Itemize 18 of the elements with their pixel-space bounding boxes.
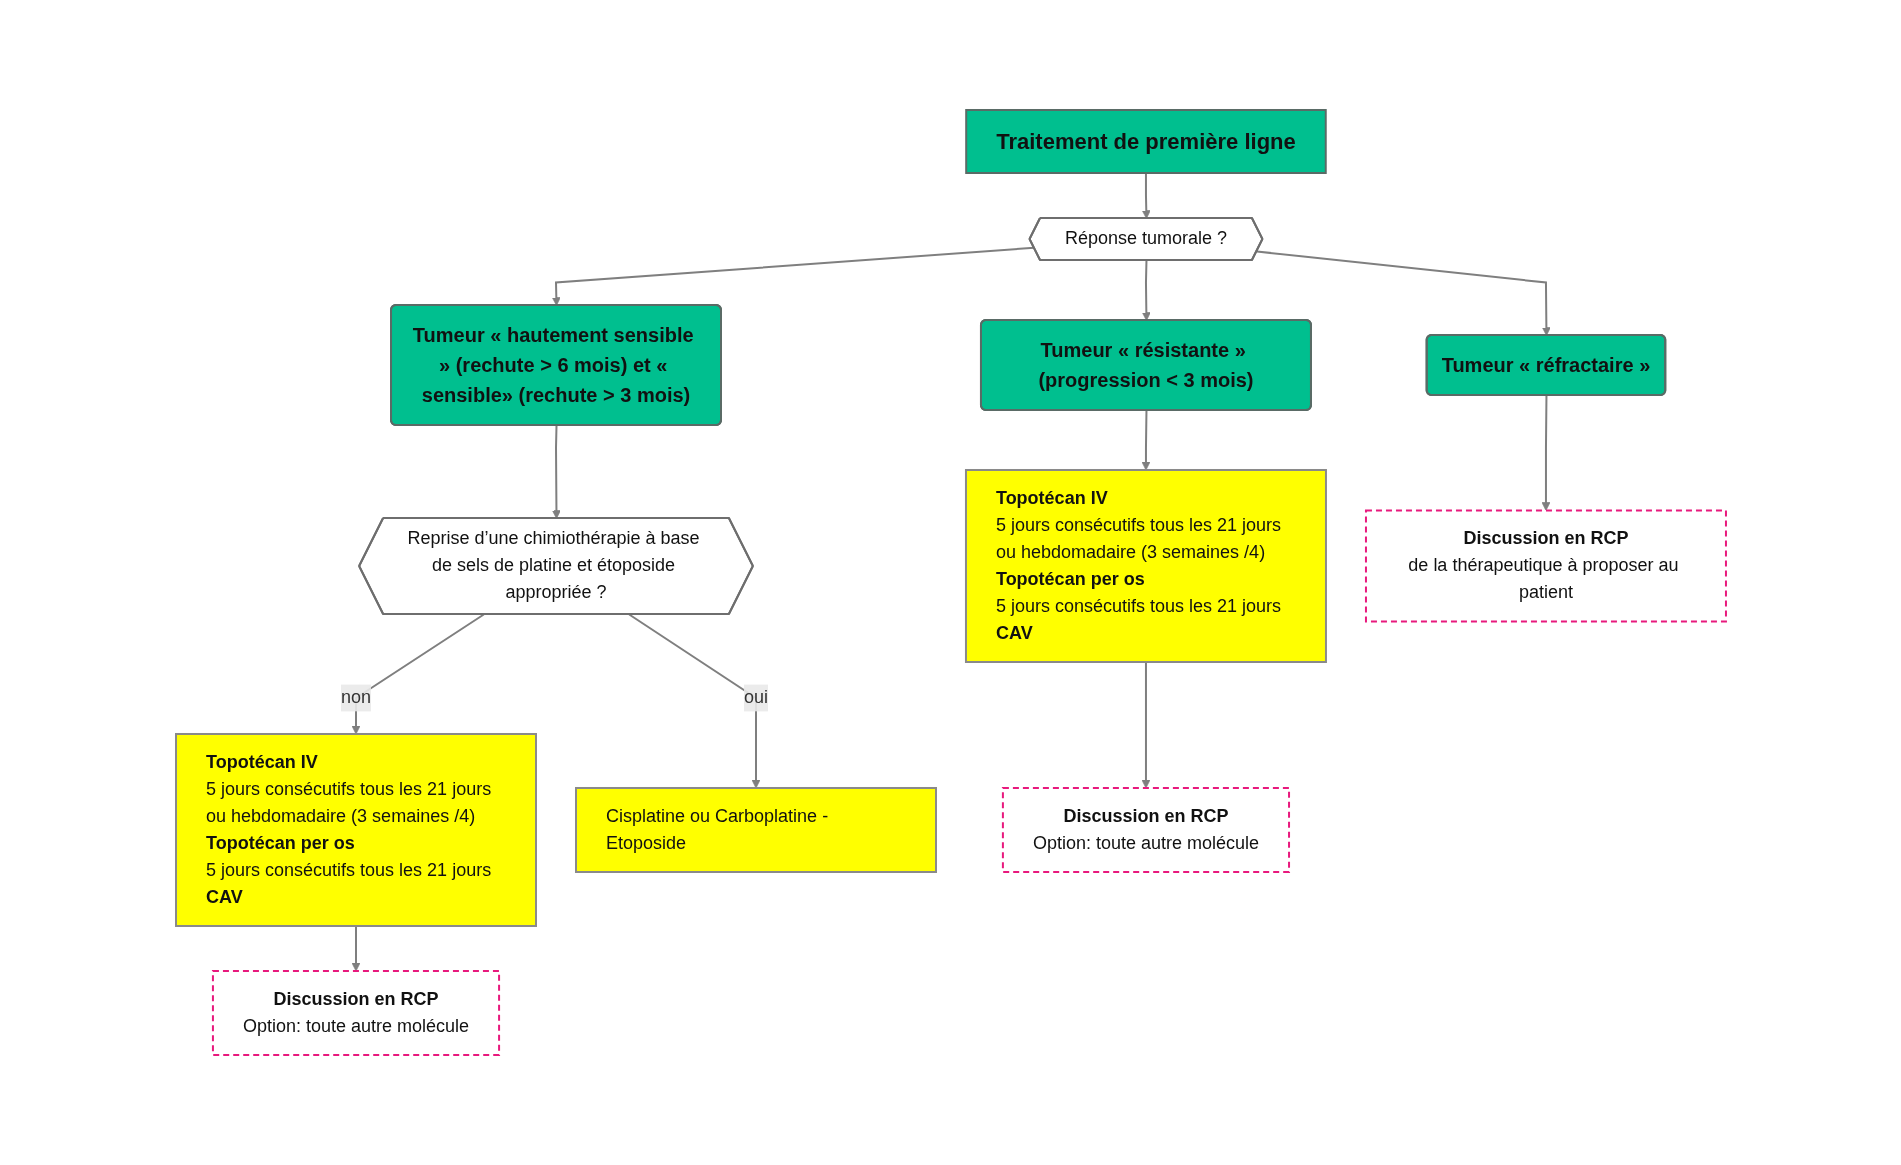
edge-label: non — [340, 687, 371, 708]
arrow — [1255, 250, 1551, 336]
node-box: Cisplatine ou Carboplatine -Etoposide — [574, 787, 937, 873]
edge-label: oui — [743, 687, 768, 708]
arrow — [351, 925, 360, 972]
node-box: Topotécan IV 5 jours consécutifs tous les 21 jours ou hebdomadaire (3 semaines /4) Topotécan per os 5 jours consécutifs tous les 21 jours CAV — [174, 733, 537, 927]
node-box: Discussion en RCP de la thérapeutique à proposer au patient — [1364, 509, 1727, 623]
arrow — [1141, 172, 1151, 219]
node-box: Traitement de première ligne — [964, 109, 1327, 174]
node-box: Topotécan IV 5 jours consécutifs tous les 21 jours ou hebdomadaire (3 semaines /4) Topotécan per os 5 jours consécutifs tous les 21 jours CAV — [964, 469, 1327, 663]
arrow — [1541, 394, 1550, 511]
arrow — [1141, 661, 1150, 789]
arrow — [1141, 409, 1150, 471]
arrow — [627, 613, 760, 789]
arrow — [551, 424, 561, 519]
node-box: Discussion en RCP Option: toute autre molécule — [211, 970, 500, 1056]
node-box: Discussion en RCP Option: toute autre molécule — [1001, 787, 1290, 873]
arrow — [1141, 259, 1151, 321]
